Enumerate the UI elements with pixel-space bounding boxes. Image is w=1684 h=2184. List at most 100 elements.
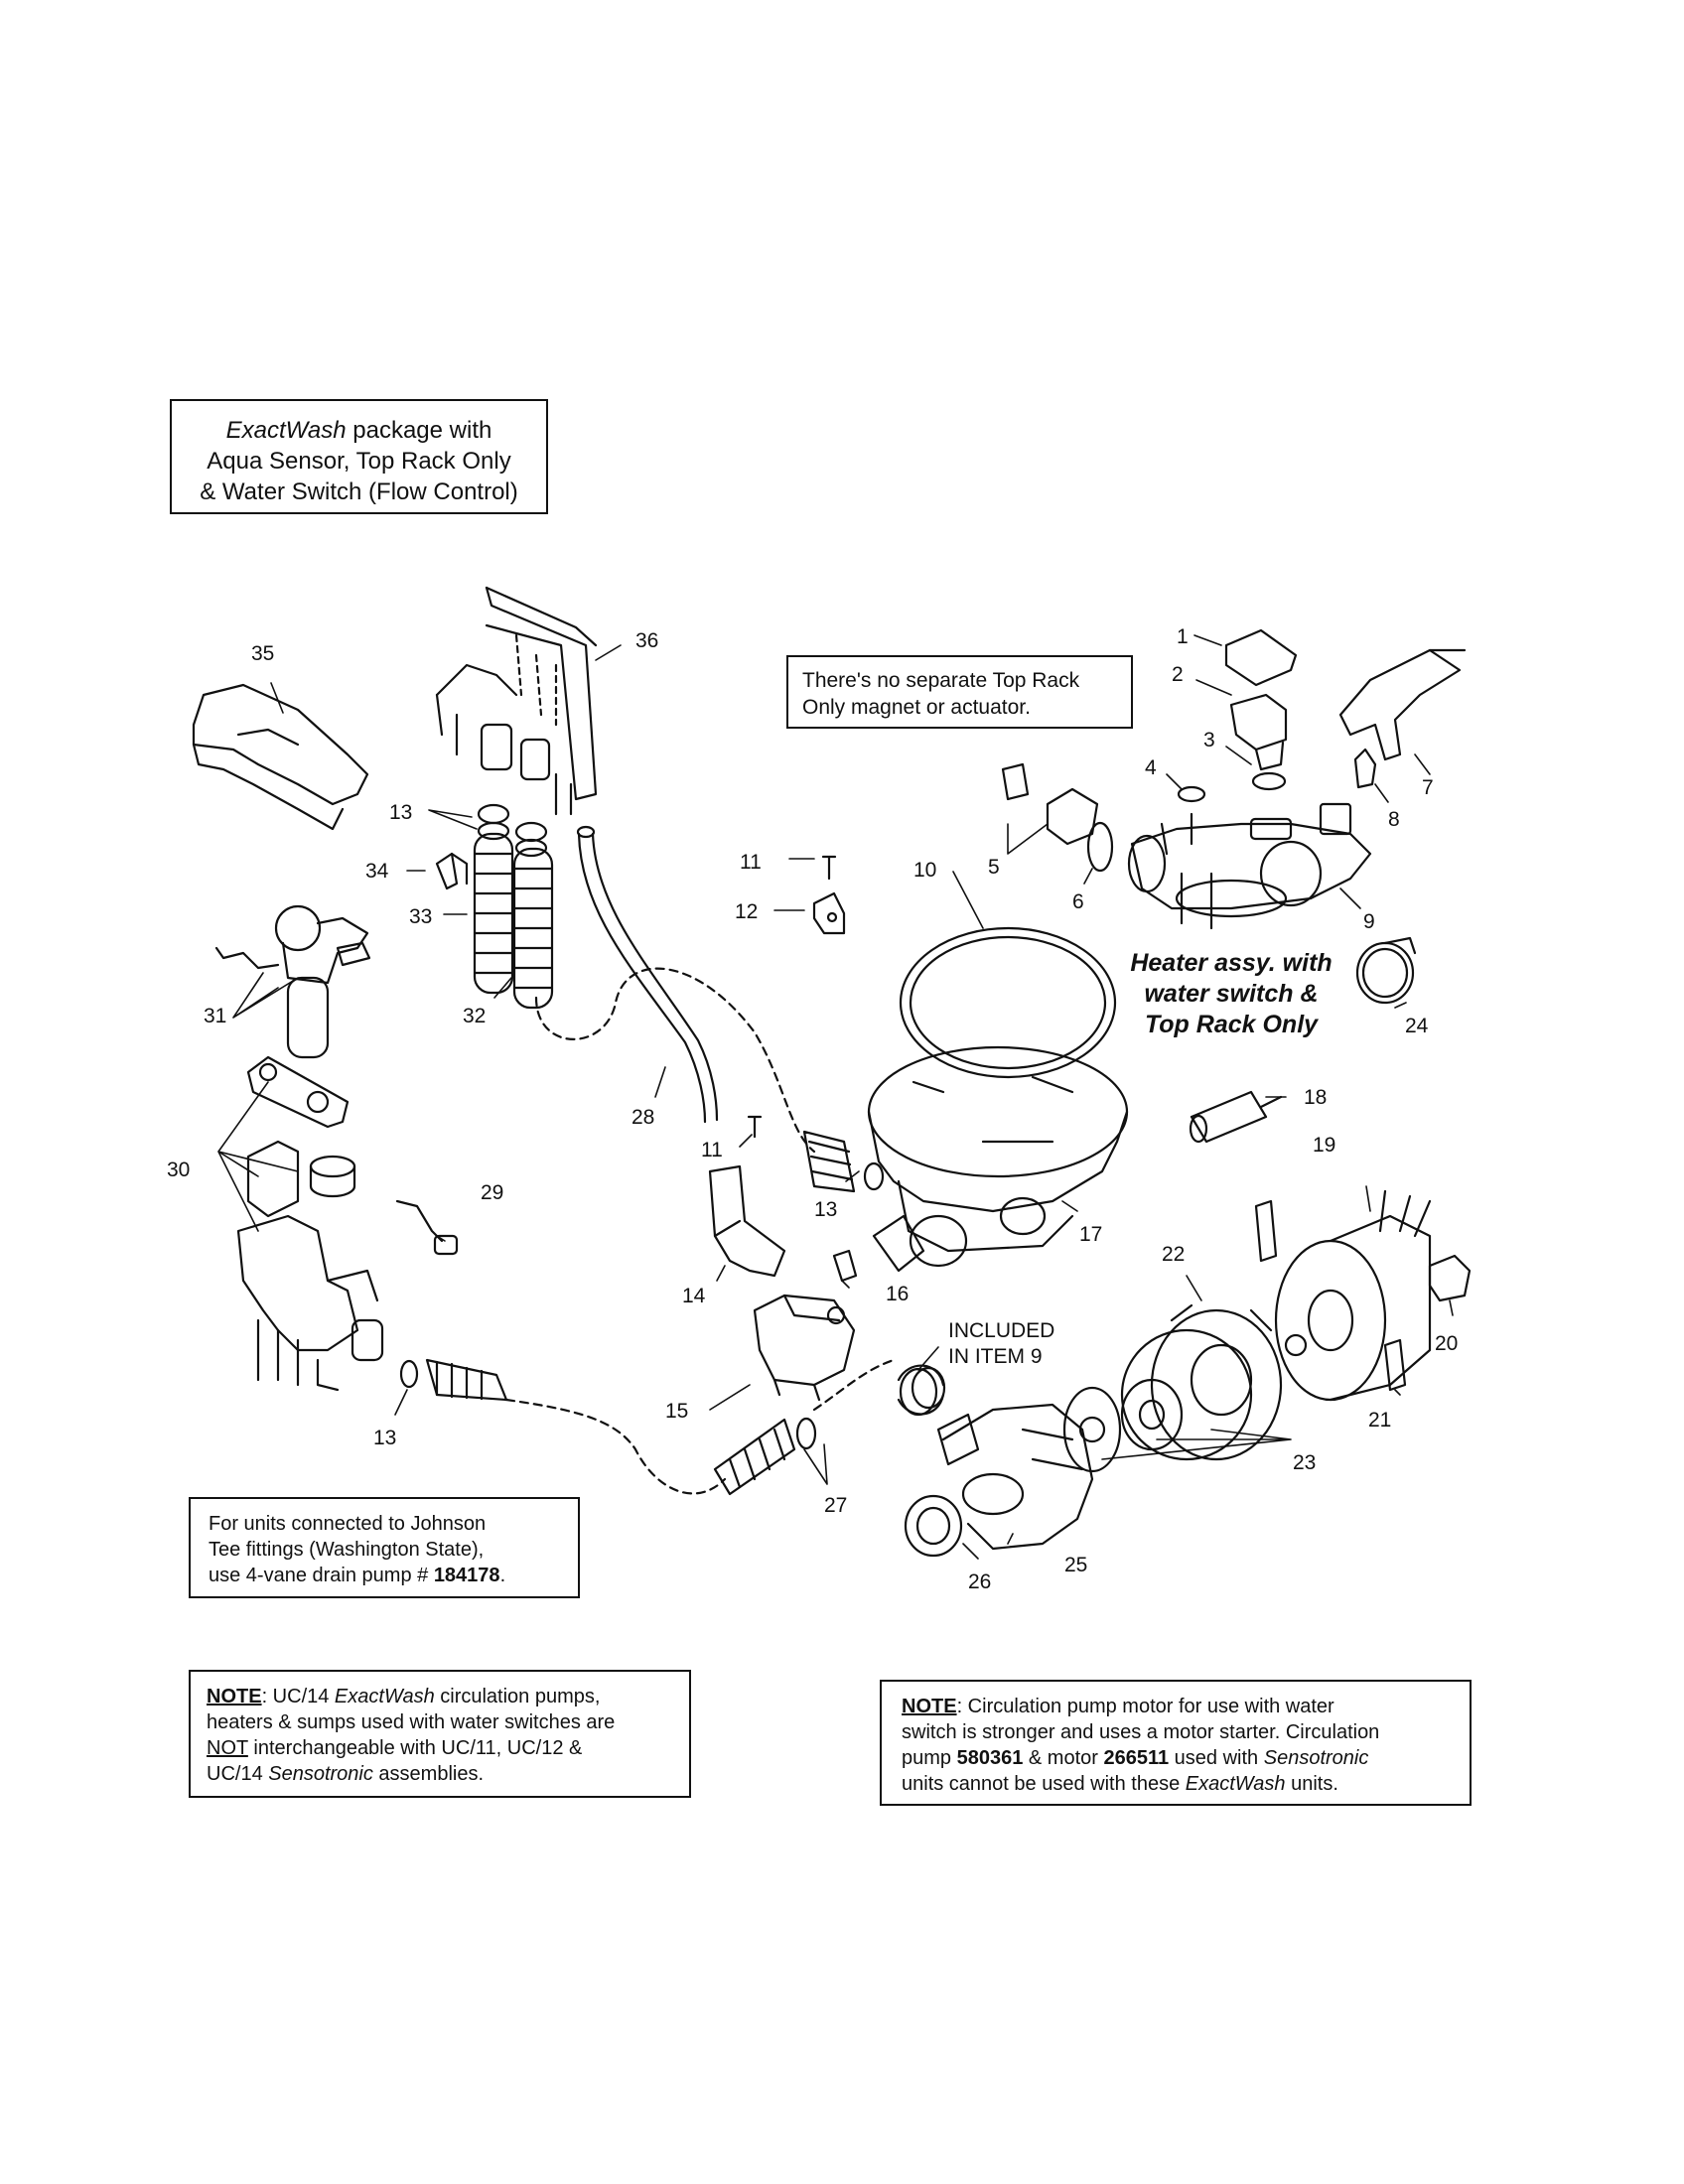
hose-routing-dashed <box>504 967 896 1495</box>
callout-23: 23 <box>1293 1451 1316 1474</box>
callout-32: 32 <box>463 1005 486 1027</box>
callout-25: 25 <box>1064 1554 1087 1576</box>
note-left-line-2: heaters & sumps used with water switches… <box>207 1711 616 1733</box>
johnson-line-3: use 4-vane drain pump # 184178. <box>209 1565 506 1586</box>
part-13-drain-hose <box>399 1358 508 1402</box>
callout-26: 26 <box>968 1570 991 1593</box>
part-23-impeller-parts <box>1062 1328 1253 1473</box>
callout-21: 21 <box>1368 1409 1391 1432</box>
callout-19: 19 <box>1313 1134 1335 1157</box>
callout-24: 24 <box>1405 1015 1429 1037</box>
callout-3: 3 <box>1203 729 1215 751</box>
title-line-3: & Water Switch (Flow Control) <box>200 478 518 505</box>
part-21-clip <box>1383 1338 1407 1392</box>
package-title-box: ExactWash package with Aqua Sensor, Top … <box>170 399 548 514</box>
callout-10: 10 <box>913 859 936 882</box>
part-number-callouts: 1 2 3 4 5 6 7 8 9 10 11 11 12 13 13 13 1… <box>167 625 1458 1593</box>
part-28-tube <box>576 825 719 1124</box>
drain-pump-number: 184178 <box>433 1565 500 1586</box>
part-9-heater-assembly <box>1127 802 1372 930</box>
callout-15: 15 <box>665 1400 688 1423</box>
part-13-sump-hose <box>802 1130 885 1193</box>
part-17-sump <box>867 1045 1129 1273</box>
callout-13c: 13 <box>373 1427 396 1449</box>
included-line-2: IN ITEM 9 <box>948 1345 1043 1368</box>
title-line-2: Aqua Sensor, Top Rack Only <box>207 448 511 475</box>
callout-4: 4 <box>1145 756 1157 779</box>
part-8-clip <box>1353 748 1377 789</box>
title-line-1: ExactWash package with <box>225 417 492 444</box>
part-16-clip <box>832 1249 858 1283</box>
callout-13b: 13 <box>814 1198 837 1221</box>
callout-28: 28 <box>632 1106 654 1129</box>
part-34-clip <box>435 852 469 890</box>
note-right-line-1: NOTE: Circulation pump motor for use wit… <box>902 1696 1334 1717</box>
part-10-sump-gasket <box>899 926 1117 1079</box>
part-22-pump-cover <box>1150 1303 1283 1461</box>
callout-6: 6 <box>1072 890 1084 913</box>
note-right-line-2: switch is stronger and uses a motor star… <box>902 1721 1380 1743</box>
heater-line-3: Top Rack Only <box>1144 1011 1319 1038</box>
leader-lines <box>217 634 1454 1560</box>
note-right-line-3: pump 580361 & motor 266511 used with Sen… <box>902 1747 1369 1769</box>
info-line-1: There's no separate Top Rack <box>802 669 1080 692</box>
part-14-bracket <box>708 1164 786 1278</box>
johnson-line-2: Tee fittings (Washington State), <box>209 1539 485 1561</box>
part-24-hose-clamp <box>1355 936 1417 1005</box>
callout-31: 31 <box>204 1005 226 1027</box>
included-line-1: INCLUDED <box>948 1319 1055 1342</box>
callout-1: 1 <box>1177 625 1189 648</box>
top-rack-info-box: There's no separate Top Rack Only magnet… <box>786 655 1133 729</box>
callout-29: 29 <box>481 1181 503 1204</box>
part-29-sensor-lead <box>395 1199 459 1256</box>
callout-16: 16 <box>886 1283 909 1305</box>
johnson-line-1: For units connected to Johnson <box>209 1513 487 1535</box>
part-35-cover <box>192 683 369 831</box>
callout-8: 8 <box>1388 808 1400 831</box>
callout-7: 7 <box>1422 776 1434 799</box>
heater-line-2: water switch & <box>1144 980 1319 1008</box>
note-right-box: NOTE: Circulation pump motor for use wit… <box>880 1680 1472 1806</box>
callout-13a: 13 <box>389 801 412 824</box>
note-left-box: NOTE: UC/14 ExactWash circulation pumps,… <box>189 1670 691 1798</box>
heater-assembly-label: Heater assy. with water switch & Top Rac… <box>1087 948 1375 1040</box>
callout-34: 34 <box>365 860 389 883</box>
included-in-item-9-label: INCLUDED IN ITEM 9 <box>948 1318 1054 1370</box>
note-left-line-3: NOT interchangeable with UC/11, UC/12 & <box>207 1737 583 1759</box>
part-6-o-ring <box>1086 821 1114 873</box>
callout-14: 14 <box>682 1285 706 1307</box>
callout-5: 5 <box>988 856 1000 879</box>
part-18-cylinder <box>1189 1090 1283 1144</box>
callout-12: 12 <box>735 900 758 923</box>
callout-20: 20 <box>1435 1332 1458 1355</box>
part-31-aqua-sensor <box>214 904 371 1059</box>
info-line-2: Only magnet or actuator. <box>802 696 1031 719</box>
callout-18: 18 <box>1304 1086 1327 1109</box>
callout-33: 33 <box>409 905 432 928</box>
callout-17: 17 <box>1079 1223 1102 1246</box>
part-15-drain-pump <box>753 1294 856 1402</box>
callout-9: 9 <box>1363 910 1375 933</box>
part-12-bracket <box>812 891 846 935</box>
callout-30: 30 <box>167 1159 190 1181</box>
callout-11b: 11 <box>701 1139 723 1161</box>
part-25-pump-housing <box>936 1403 1094 1551</box>
callout-2: 2 <box>1172 663 1184 686</box>
callout-35: 35 <box>251 642 274 665</box>
part-11-screws <box>747 855 837 1139</box>
part-30-drain-pump-assembly <box>236 1055 384 1392</box>
heater-line-1: Heater assy. with <box>1130 949 1333 977</box>
part-4-o-ring <box>1177 785 1206 803</box>
note-left-line-4: UC/14 Sensotronic assemblies. <box>207 1763 485 1785</box>
note-right-line-4: units cannot be used with these ExactWas… <box>902 1773 1338 1795</box>
part-26-seal <box>904 1494 963 1558</box>
part-included-spring <box>897 1364 946 1417</box>
part-7-bracket <box>1338 648 1467 761</box>
callout-27: 27 <box>824 1494 847 1517</box>
callout-22: 22 <box>1162 1243 1185 1266</box>
part-20-motor-starter <box>1428 1254 1472 1302</box>
part-27-drain-hose <box>713 1417 817 1496</box>
johnson-tee-box: For units connected to Johnson Tee fitti… <box>189 1497 580 1598</box>
part-1-2-3-sensor-stack <box>1224 628 1298 791</box>
